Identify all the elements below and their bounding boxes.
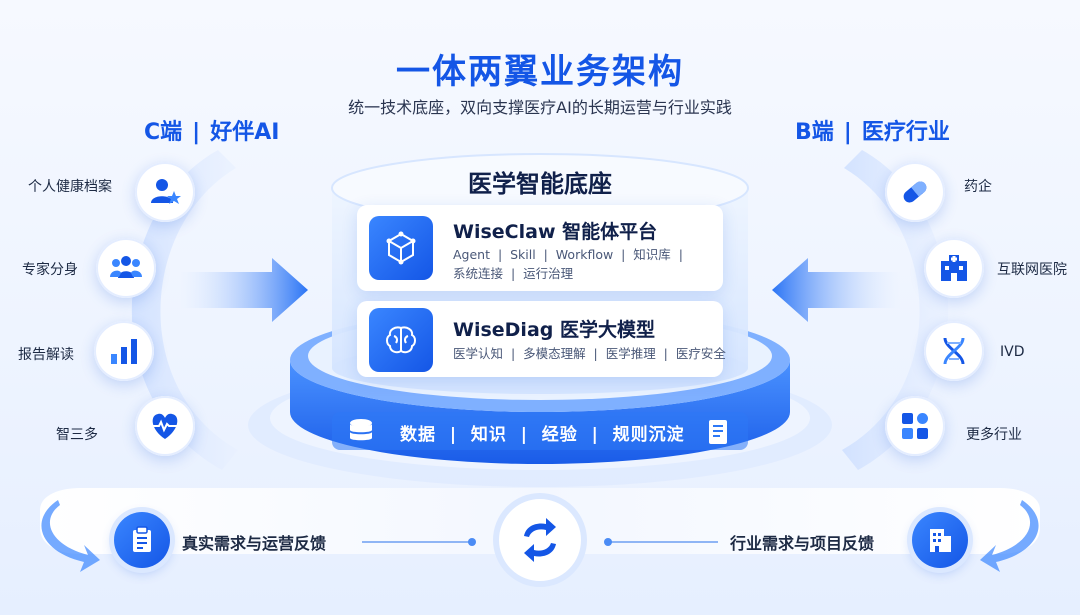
right-item-pharma (885, 162, 945, 222)
right-wing-separator: | (843, 120, 852, 145)
user-star-icon (151, 179, 181, 204)
left-item-expert-avatar (96, 238, 156, 298)
core-title: 医学智能底座 (468, 170, 612, 198)
wisediag-card: WiseDiag 医学大模型 医学认知 | 多模态理解 | 医学推理 | 医疗安… (357, 301, 726, 377)
bottom-right-label: 行业需求与项目反馈 (730, 534, 875, 553)
left-wing-separator: | (192, 120, 201, 145)
knowledge-base-text: 数据 | 知识 | 经验 | 规则沉淀 (400, 425, 685, 445)
bottom-left-label: 真实需求与运营反馈 (182, 534, 327, 553)
left-wing-heading: C端 | 好伴AI (144, 114, 279, 146)
wisediag-card-desc-line1: 医学认知 | 多模态理解 | 医学推理 | 医疗安全 (453, 346, 726, 361)
left-item-zhisanduo (135, 396, 195, 456)
bar-chart-icon (111, 339, 137, 364)
pill-icon (903, 181, 927, 203)
left-item-label-expert-avatar: 专家分身 (22, 262, 78, 278)
left-item-report-reading (94, 321, 154, 381)
wisediag-card-icon-box (369, 308, 433, 372)
right-item-internet-hospital (924, 238, 984, 298)
wiseclaw-card-title: WiseClaw 智能体平台 (453, 221, 658, 243)
bottom-left-icon-circle (114, 512, 170, 568)
hospital-icon (941, 255, 967, 281)
right-item-label-pharma: 药企 (964, 179, 992, 195)
wiseclaw-card-desc-line1: Agent | Skill | Workflow | 知识库 | (453, 247, 683, 262)
apps-icon (902, 413, 928, 439)
left-item-label-health-record: 个人健康档案 (28, 179, 112, 195)
heart-pulse-icon (152, 413, 178, 439)
right-item-label-ivd: IVD (1000, 344, 1025, 360)
wisediag-card-title: WiseDiag 医学大模型 (453, 319, 655, 341)
left-item-label-zhisanduo: 智三多 (56, 427, 98, 443)
page-subtitle: 统一技术底座，双向支撑医疗AI的长期运营与行业实践 (348, 98, 732, 117)
wiseclaw-card-desc-line2: 系统连接 | 运行治理 (453, 266, 574, 281)
bottom-right-icon-circle (912, 512, 968, 568)
right-wing-subtitle: 医疗行业 (861, 120, 950, 145)
building-icon (930, 529, 951, 552)
dna-icon (943, 337, 965, 365)
brain-icon (386, 326, 416, 354)
left-wing-title: C端 (144, 120, 183, 145)
left-item-health-record (135, 162, 195, 222)
right-item-label-internet-hospital: 互联网医院 (997, 262, 1067, 278)
cube-network-icon (386, 231, 416, 265)
right-item-more-industries (885, 396, 945, 456)
clipboard-icon (133, 526, 151, 552)
sync-icon (510, 510, 570, 574)
group-icon (110, 256, 142, 278)
left-item-label-report-reading: 报告解读 (18, 347, 74, 363)
right-wing-heading: B端 | 医疗行业 (795, 114, 950, 146)
document-icon (706, 418, 730, 450)
wiseclaw-card-icon-box (369, 216, 433, 280)
right-item-label-more-industries: 更多行业 (966, 427, 1022, 443)
right-wing-title: B端 (795, 120, 834, 145)
right-item-ivd (924, 321, 984, 381)
wiseclaw-card: WiseClaw 智能体平台 Agent | Skill | Workflow … (357, 205, 723, 291)
page-title: 一体两翼业务架构 (396, 52, 684, 92)
left-wing-subtitle: 好伴AI (210, 120, 280, 145)
database-icon (348, 418, 374, 450)
